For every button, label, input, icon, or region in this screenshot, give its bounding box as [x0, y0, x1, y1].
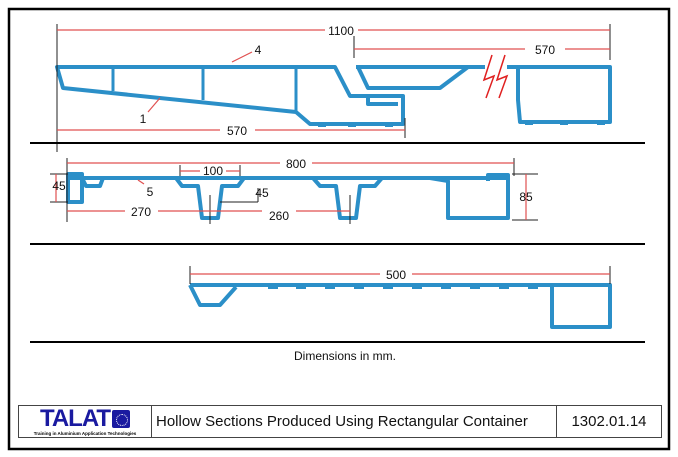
- dim-570-bottom: 570: [227, 124, 247, 138]
- dimensions-top: 1100 570 570 4 1: [56, 24, 611, 152]
- dimensions-bottom: 500: [189, 266, 611, 284]
- note-1: 1: [140, 112, 147, 126]
- note-4: 4: [255, 43, 262, 57]
- dim-1100: 1100: [328, 24, 354, 38]
- dim-45-inner: 45: [255, 186, 269, 200]
- dim-500: 500: [386, 268, 406, 282]
- logo-subtitle: Training in Aluminium Application Techno…: [33, 430, 137, 436]
- dimensions-middle: 800 100 45 45 5 85 270 260: [50, 157, 538, 224]
- dim-260: 260: [269, 209, 289, 223]
- dim-85: 85: [519, 190, 533, 204]
- alu-badge-icon: [112, 409, 131, 428]
- break-mark-icon: [482, 54, 509, 99]
- profile-top: [55, 54, 612, 127]
- note-5: 5: [147, 185, 154, 199]
- logo-text: TALAT: [39, 404, 111, 432]
- profile-bottom: [188, 283, 612, 329]
- dim-100: 100: [203, 164, 223, 178]
- outer-frame: [7, 7, 671, 451]
- slide-number: 1302.01.14: [571, 413, 647, 430]
- talat-logo: TALAT Training in Aluminium Application …: [19, 406, 152, 437]
- caption: Dimensions in mm.: [294, 349, 396, 363]
- dim-800: 800: [286, 157, 306, 171]
- dim-270: 270: [131, 205, 151, 219]
- title-block: TALAT Training in Aluminium Application …: [18, 405, 662, 438]
- slide-title: Hollow Sections Produced Using Rectangul…: [152, 406, 557, 437]
- profile-middle: [66, 172, 510, 220]
- dim-570-right: 570: [535, 43, 555, 57]
- dim-45-left: 45: [52, 179, 66, 193]
